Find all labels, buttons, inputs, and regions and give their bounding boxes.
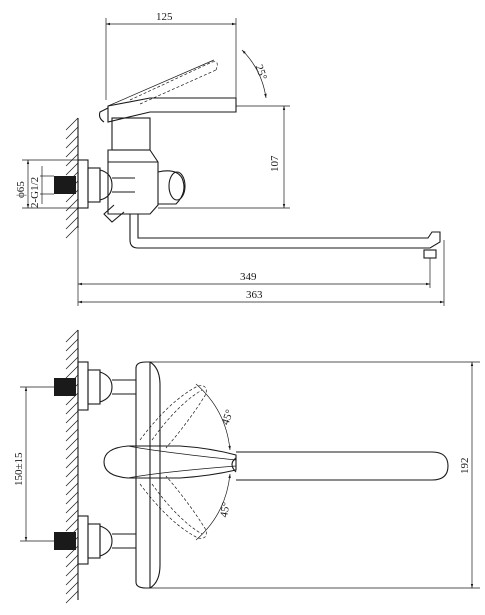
wall-hatch-line xyxy=(65,437,79,451)
dimension-192: 192 xyxy=(150,361,480,589)
wall-hatch-line xyxy=(65,329,79,343)
wall-hatch-line xyxy=(65,509,79,523)
lower-connector xyxy=(54,515,136,565)
top-view: 45° 45° 150±15 192 xyxy=(13,329,480,604)
upper-connector xyxy=(54,361,136,411)
dim-363-label: 363 xyxy=(246,289,263,301)
dimension-349: 349 xyxy=(77,228,431,306)
dimension-lever-angle: 25° xyxy=(241,49,269,99)
dim-thread-label: 2-G1/2 xyxy=(29,177,41,208)
wall-hatch-line xyxy=(65,410,79,424)
wall-hatch-line xyxy=(65,491,79,505)
wall-hatch-line xyxy=(65,446,79,460)
wall-hatch-line xyxy=(65,590,79,604)
wall-hatch-line xyxy=(65,455,79,469)
wall-hatch-line xyxy=(65,347,79,361)
wall-hatch-line xyxy=(65,162,79,176)
lever-rotated-positions xyxy=(139,383,231,541)
wall-hatch-line xyxy=(65,419,79,433)
dimension-125: 125 xyxy=(105,11,237,100)
wall-hatch-line xyxy=(65,117,79,131)
dim-192-label: 192 xyxy=(459,458,471,475)
wall-hatch-line xyxy=(65,401,79,415)
wall-hatch-line xyxy=(65,225,79,239)
wall-hatch-line xyxy=(65,428,79,442)
lever-side xyxy=(107,59,237,123)
wall-hatch-line xyxy=(65,365,79,379)
wall-hatch-line xyxy=(65,572,79,586)
dimension-363: 363 xyxy=(78,240,445,306)
wall-hatch-line xyxy=(65,554,79,568)
side-view: 125 25° 107 ϕ65 2-G1/2 xyxy=(15,11,445,306)
mixer-body-side xyxy=(98,107,186,223)
wall-hatch-line xyxy=(65,581,79,595)
wall-hatch-line xyxy=(65,464,79,478)
dimension-150: 150±15 xyxy=(13,386,54,542)
wall-hatch-line xyxy=(65,518,79,532)
wall-hatch-line xyxy=(65,198,79,212)
dim-125-label: 125 xyxy=(156,11,173,23)
wall-connector-side xyxy=(54,159,135,209)
dimension-diameter-thread: ϕ65 2-G1/2 xyxy=(15,159,78,209)
wall-hatch-line xyxy=(65,482,79,496)
dim-25-label: 25° xyxy=(252,63,269,82)
wall-hatch-line xyxy=(65,135,79,149)
wall-hatch-line xyxy=(65,126,79,140)
dim-107-label: 107 xyxy=(269,155,281,172)
dim-349-label: 349 xyxy=(240,271,257,283)
wall-hatch-line xyxy=(65,563,79,577)
wall-hatch-line xyxy=(65,473,79,487)
wall-hatch-line xyxy=(65,216,79,230)
dim-150-label: 150±15 xyxy=(13,452,25,486)
wall-top xyxy=(65,329,79,604)
dim-45-upper-label: 45° xyxy=(219,408,236,427)
wall-hatch-line xyxy=(65,500,79,514)
dim-phi65-label: ϕ65 xyxy=(15,181,27,198)
wall-hatch-line xyxy=(65,144,79,158)
spout-side xyxy=(129,214,441,259)
spout-top xyxy=(231,451,449,481)
wall-hatch-line xyxy=(65,207,79,221)
dimension-107: 107 xyxy=(158,105,290,209)
lever-top xyxy=(103,445,237,479)
wall-hatch-line xyxy=(65,356,79,370)
wall-hatch-line xyxy=(65,338,79,352)
dim-45-lower-label: 45° xyxy=(218,501,232,518)
mixer-body-top xyxy=(135,361,161,589)
